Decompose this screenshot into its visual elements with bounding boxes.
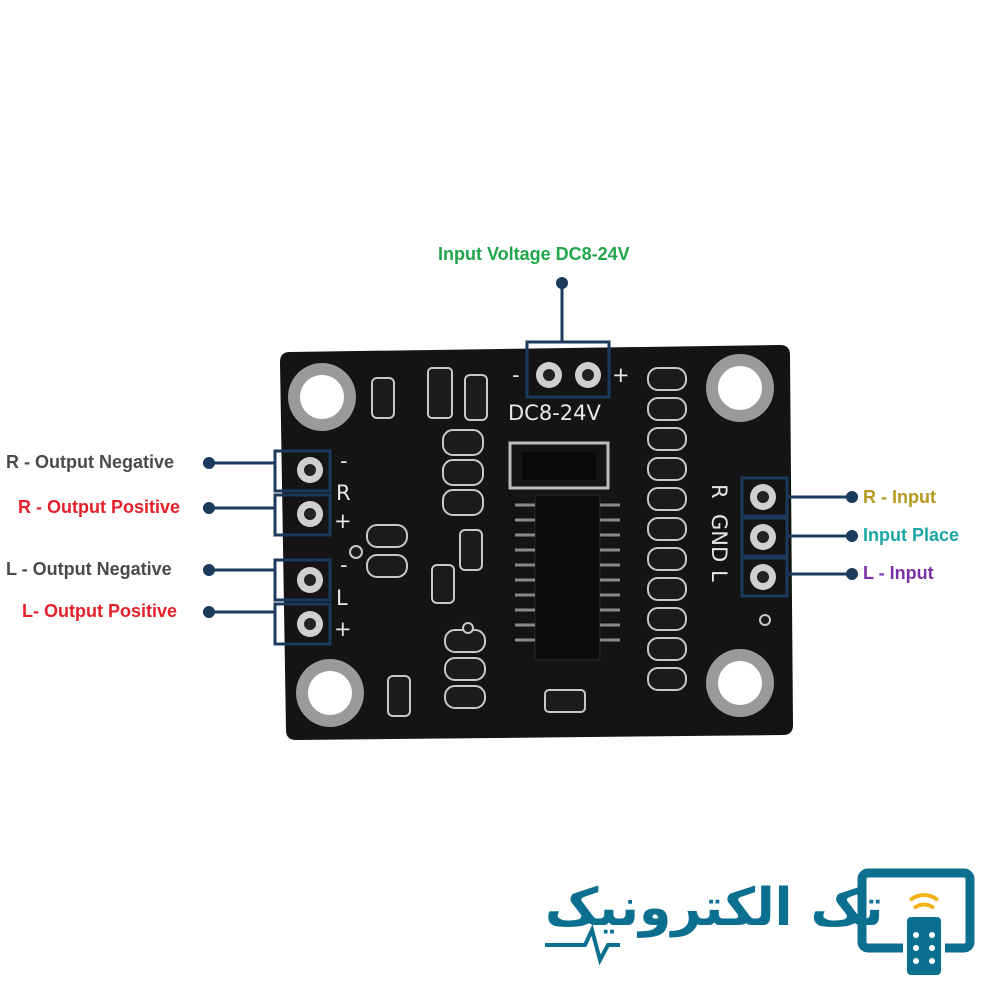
mounting-hole-bottom-right xyxy=(706,649,774,717)
label-l-output-positive: L- Output Positive xyxy=(22,601,177,621)
silk-l-right: L xyxy=(707,570,731,582)
amplifier-ic xyxy=(515,494,620,661)
tv-remote-icon xyxy=(857,868,975,979)
label-r-input: R - Input xyxy=(863,487,936,507)
silk-plus-r: + xyxy=(334,509,352,533)
label-l-output-negative: L - Output Negative xyxy=(6,559,172,579)
leader-dot-r-out-neg xyxy=(203,457,215,469)
leader-dot-l-out-pos xyxy=(203,606,215,618)
silk-r-left: R xyxy=(336,481,351,505)
mounting-hole-top-left xyxy=(288,363,356,431)
pads-input-voltage xyxy=(525,340,611,399)
regulator xyxy=(508,441,610,490)
silk-plus-l: + xyxy=(334,617,352,641)
leader-dot-input-voltage xyxy=(556,277,568,289)
brand-logo xyxy=(545,868,975,979)
silk-l-left: L xyxy=(336,586,348,610)
pads-left-outputs xyxy=(273,449,332,646)
pulse-line-icon xyxy=(545,924,620,966)
silk-minus-top: - xyxy=(512,363,520,387)
silk-minus-r: - xyxy=(340,449,348,473)
label-input-place: Input Place xyxy=(863,525,960,545)
leader-lines xyxy=(203,277,858,618)
leader-dot-r-out-pos xyxy=(203,502,215,514)
label-l-input: L - Input xyxy=(863,563,934,583)
pcb-board: DC8-24V - + - R + - L + R GND L xyxy=(273,340,793,740)
brand-logo-text: تک الکترونیک xyxy=(545,878,884,938)
silk-voltage: DC8-24V xyxy=(508,401,601,425)
silk-plus-top: + xyxy=(612,363,630,387)
mounting-hole-top-right xyxy=(706,354,774,422)
leader-dot-input-place xyxy=(846,530,858,542)
label-input-voltage: Input Voltage DC8-24V xyxy=(438,244,630,264)
silk-minus-l: - xyxy=(340,553,348,577)
silkscreen: DC8-24V - + - R + - L + R GND L xyxy=(334,363,731,641)
smd-components xyxy=(349,367,771,717)
label-r-output-positive: R - Output Positive xyxy=(18,497,180,517)
label-r-output-negative: R - Output Negative xyxy=(6,452,175,472)
silk-gnd-right: GND xyxy=(707,514,731,562)
silk-r-right: R xyxy=(707,484,731,499)
leader-dot-l-out-neg xyxy=(203,564,215,576)
leader-dot-l-input xyxy=(846,568,858,580)
pads-right-inputs xyxy=(740,476,789,598)
leader-dot-r-input xyxy=(846,491,858,503)
mounting-hole-bottom-left xyxy=(296,659,364,727)
